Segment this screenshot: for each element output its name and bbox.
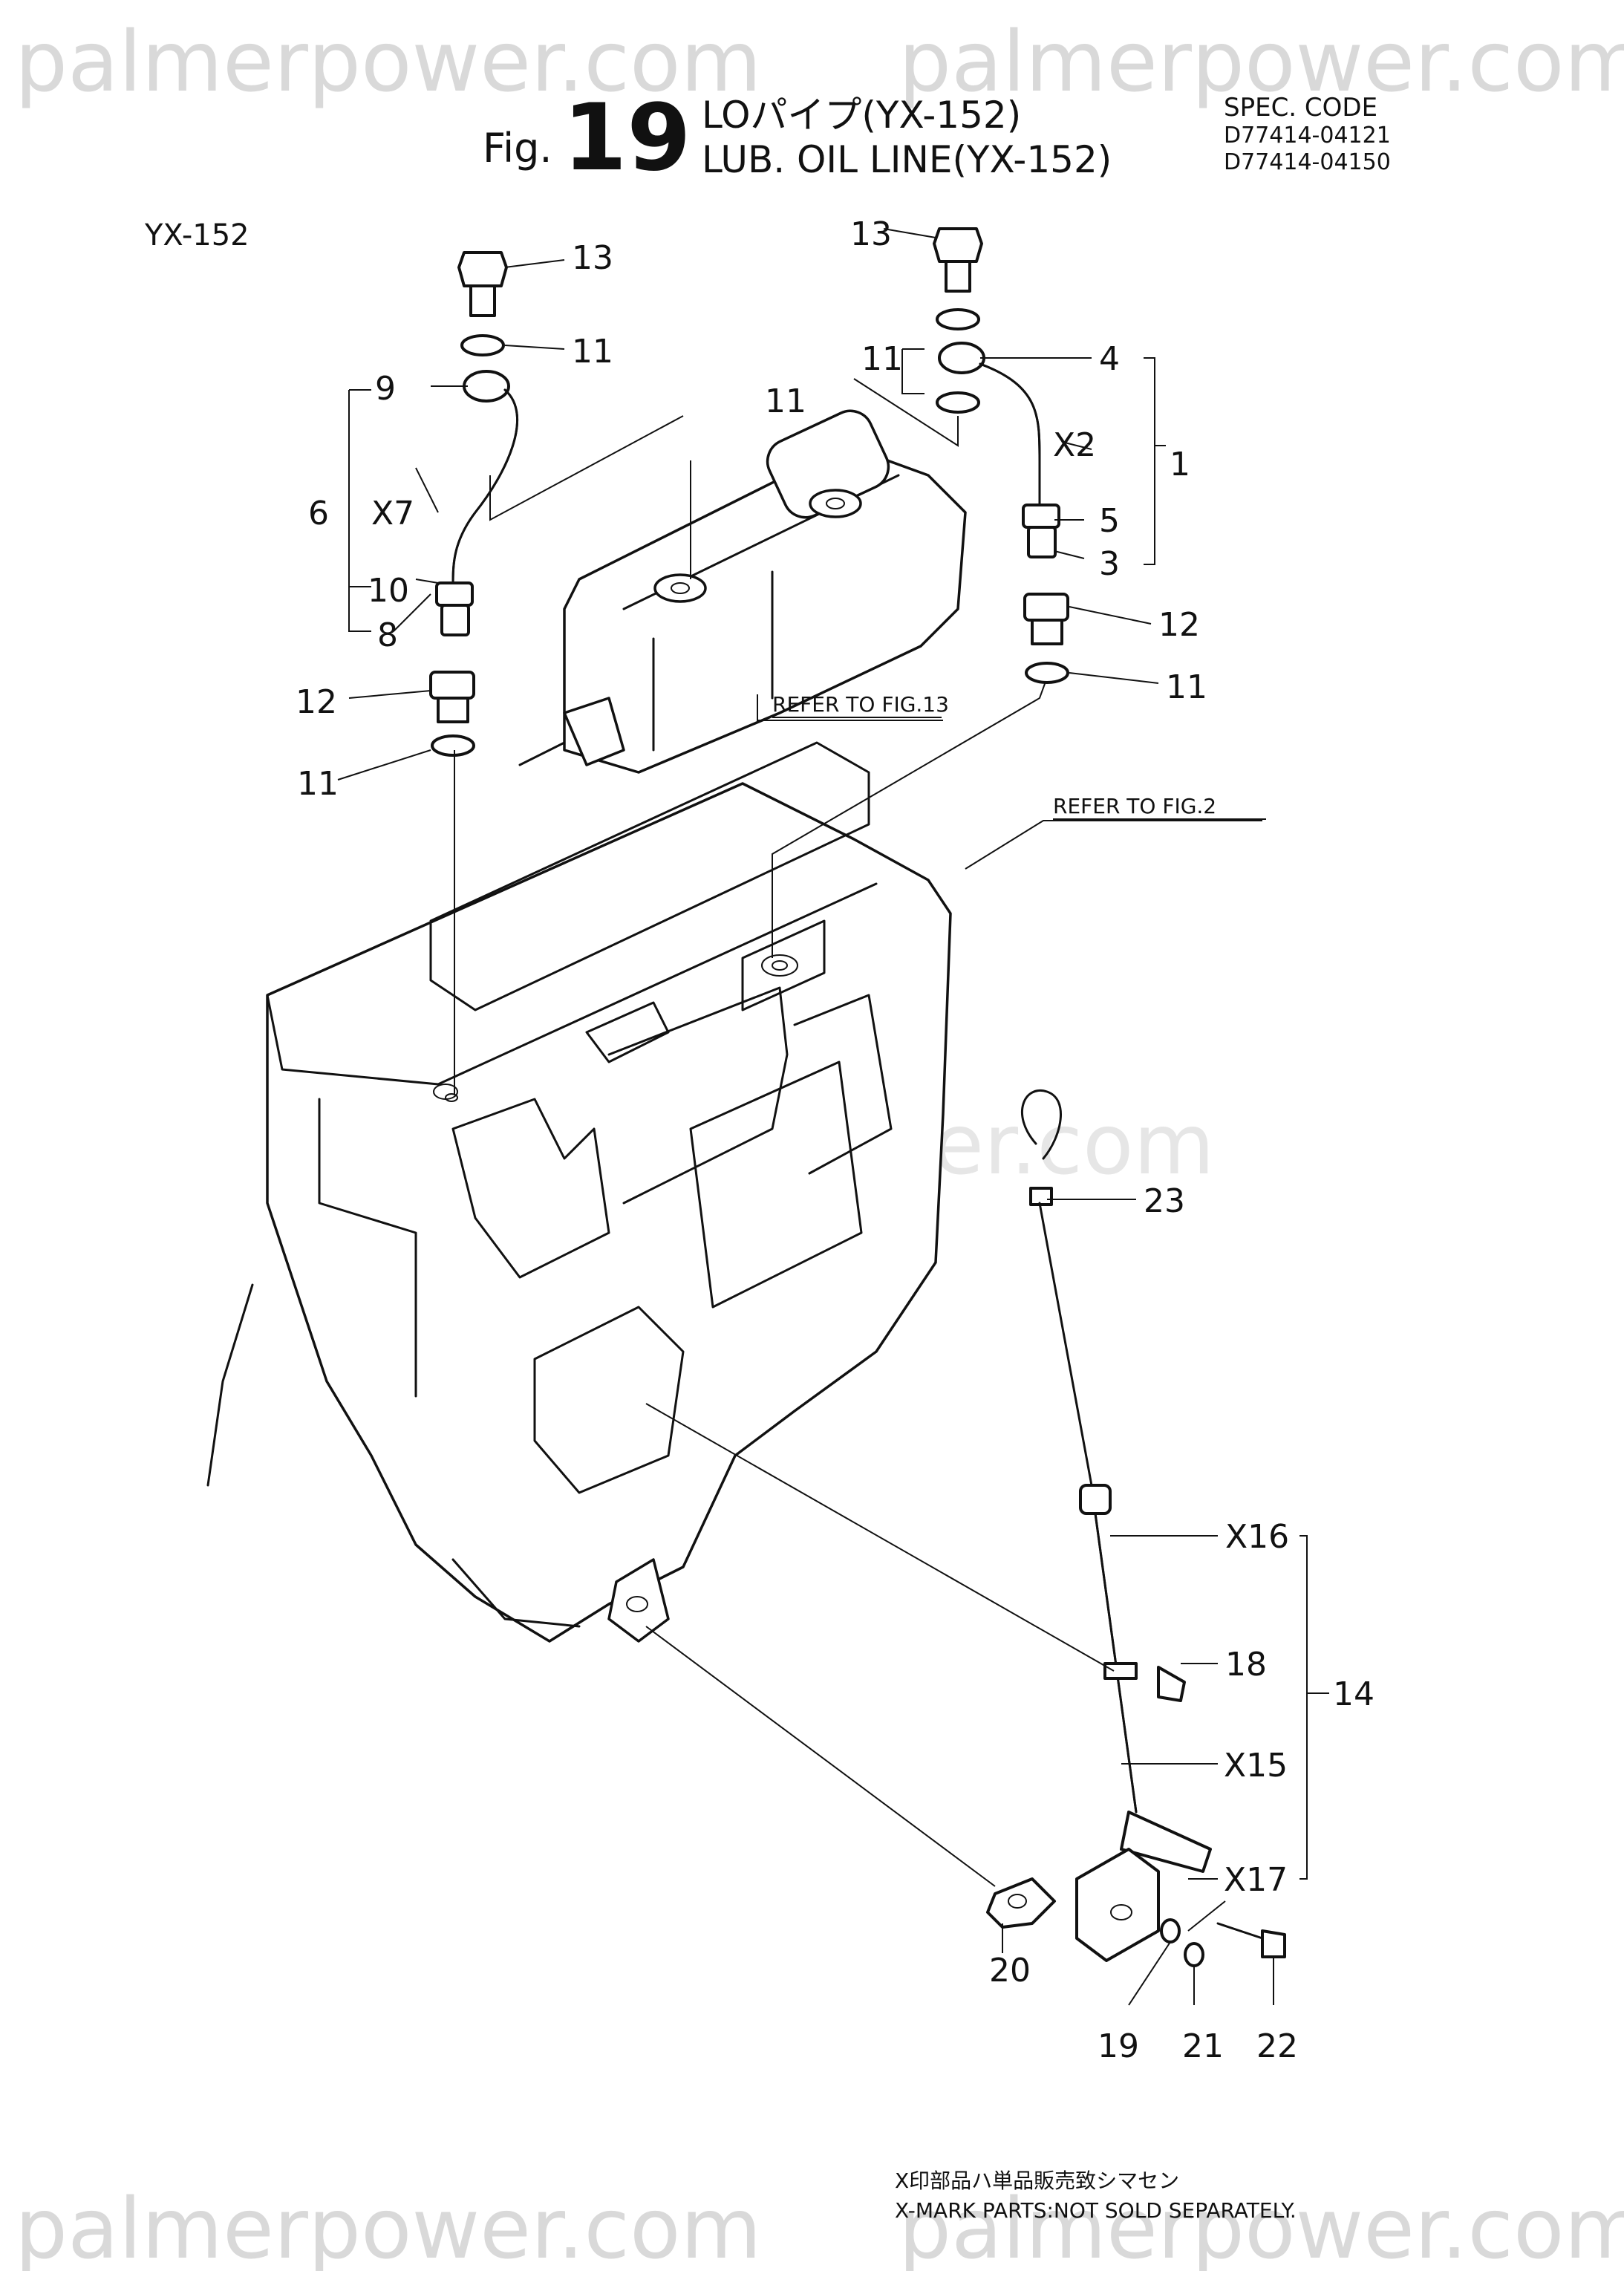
callouts: 13 11 9 X7 6 10 8 12 11 11 13 11 4 X2 1 … xyxy=(296,215,1374,2065)
callout-13-right: 13 xyxy=(850,215,892,253)
oil-cooler xyxy=(518,409,967,774)
callout-x2: X2 xyxy=(1053,426,1096,464)
callout-3: 3 xyxy=(1099,545,1120,583)
callout-14: 14 xyxy=(1333,1675,1374,1713)
figure-header: Fig. 19 LOパイプ(YX-152) LUB. OIL LINE(YX-1… xyxy=(483,85,1391,192)
refer-fig13-label: REFER TO FIG.13 xyxy=(772,692,949,717)
fig-number: 19 xyxy=(563,85,691,192)
engine-block xyxy=(206,741,952,1643)
spec-code-2: D77414-04150 xyxy=(1224,149,1391,175)
callout-12-right: 12 xyxy=(1158,606,1200,644)
callout-11-e: 11 xyxy=(1166,668,1207,706)
callout-9: 9 xyxy=(375,370,396,408)
callout-x16: X16 xyxy=(1225,1518,1289,1556)
footer-note-english: X-MARK PARTS:NOT SOLD SEPARATELY. xyxy=(895,2198,1297,2223)
callout-11-a: 11 xyxy=(572,333,613,371)
callout-22: 22 xyxy=(1256,2027,1298,2065)
watermark-top-left: palmerpower.com xyxy=(15,14,762,111)
callout-18: 18 xyxy=(1225,1646,1267,1684)
watermark-bottom-right: palmerpower.com xyxy=(899,2181,1624,2271)
right-oil-pipe-assembly xyxy=(933,227,1069,684)
footer-note-japanese: X印部品ハ単品販売致シマセン xyxy=(895,2169,1179,2193)
watermark-top-right: palmerpower.com xyxy=(899,14,1624,111)
callout-19: 19 xyxy=(1098,2027,1139,2065)
watermark-bottom-left: palmerpower.com xyxy=(15,2181,762,2271)
leader-lines xyxy=(337,228,1329,2006)
callout-12-left: 12 xyxy=(296,683,337,721)
callout-13-left: 13 xyxy=(572,239,613,277)
refer-fig2-label: REFER TO FIG.2 xyxy=(1053,794,1216,818)
callout-4: 4 xyxy=(1099,340,1120,378)
callout-21: 21 xyxy=(1182,2027,1224,2065)
callout-10: 10 xyxy=(368,572,409,610)
title-japanese: LOパイプ(YX-152) xyxy=(702,94,1021,137)
callout-11-d: 11 xyxy=(861,340,903,378)
callout-x17: X17 xyxy=(1224,1861,1288,1899)
dipstick-assembly xyxy=(986,1089,1286,1967)
spec-code-1: D77414-04121 xyxy=(1224,123,1391,149)
spec-code-label: SPEC. CODE xyxy=(1224,93,1377,123)
callout-20: 20 xyxy=(989,1952,1031,1990)
callout-11-b: 11 xyxy=(297,765,339,803)
callout-11-c: 11 xyxy=(765,382,806,420)
callout-5: 5 xyxy=(1099,502,1120,540)
callout-1: 1 xyxy=(1170,446,1190,483)
callout-23: 23 xyxy=(1144,1182,1185,1220)
callout-6: 6 xyxy=(308,495,329,532)
callout-x15: X15 xyxy=(1224,1747,1288,1785)
fig-prefix: Fig. xyxy=(483,125,552,172)
callout-x7: X7 xyxy=(371,495,414,532)
model-label: YX-152 xyxy=(144,218,250,252)
callout-8: 8 xyxy=(377,616,398,654)
left-oil-pipe-assembly xyxy=(429,251,518,757)
title-english: LUB. OIL LINE(YX-152) xyxy=(702,138,1112,181)
